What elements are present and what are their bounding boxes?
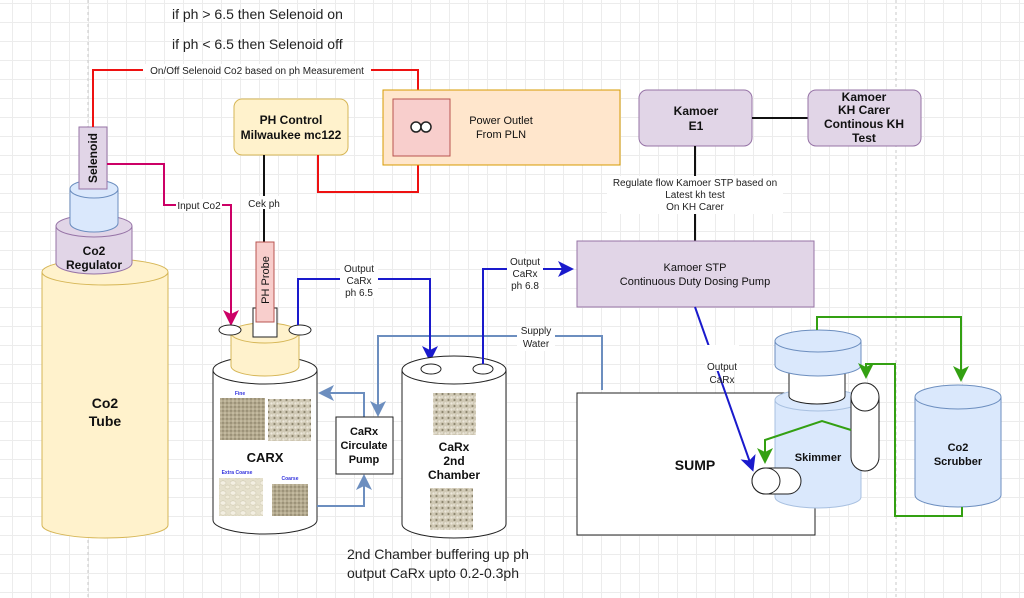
circulate-pump-label-2: Circulate	[340, 440, 387, 452]
edge-label-output-68-3: ph 6.8	[511, 281, 539, 292]
edge-label-output-65-3: ph 6.5	[345, 288, 373, 299]
skimmer-neck	[788, 373, 846, 405]
media-image-fine	[220, 398, 265, 440]
edge-label-output-sump-2: CaRx	[709, 375, 734, 386]
edge-label-cek-ph: Cek ph	[248, 199, 280, 210]
co2-scrubber-label-1: Co2	[948, 442, 969, 454]
kamoer-e1-label-1: Kamoer	[674, 104, 719, 118]
co2-tube[interactable]: Co2 Tube	[41, 258, 169, 539]
edge-label-output-65-2: CaRx	[346, 276, 371, 287]
kamoer-stp-label-1: Kamoer STP	[664, 262, 727, 274]
footer-note-1: 2nd Chamber buffering up ph	[347, 546, 529, 562]
skimmer-side-tube	[850, 382, 880, 472]
power-outlet-label-1: Power Outlet	[469, 115, 533, 127]
carx-reactor[interactable]: Fine CARX Extra Coarse Coarse	[212, 355, 318, 535]
skimmer-inlet-tube	[751, 467, 802, 495]
ph-control-label-2: Milwaukee mc122	[241, 128, 342, 142]
edge-label-output-65-1: Output	[344, 264, 374, 275]
kh-carer-label-1: Kamoer	[842, 90, 887, 104]
skimmer-label: Skimmer	[795, 452, 842, 464]
kamoer-e1-node[interactable]: Kamoer E1	[638, 89, 753, 147]
selenoid[interactable]: Selenoid	[78, 126, 108, 190]
kh-carer-label-3: Continous KH	[824, 117, 904, 131]
second-chamber-label-1: CaRx	[439, 440, 470, 454]
co2-regulator-label-2: Regulator	[66, 258, 122, 272]
edge-input-co2: Input Co2	[107, 163, 239, 326]
ph-control-node[interactable]: PH Control Milwaukee mc122	[233, 98, 349, 156]
edge-label-output-68-1: Output	[510, 257, 540, 268]
media-image-extra-coarse	[219, 478, 263, 516]
power-outlet-label-2: From PLN	[476, 129, 526, 141]
media-label-extra-coarse: Extra Coarse	[222, 470, 253, 476]
edge-ph-control-power	[317, 155, 419, 193]
carx-label: CARX	[247, 450, 284, 465]
second-chamber-label-3: Chamber	[428, 468, 480, 482]
kh-carer-label-4: Test	[852, 131, 876, 145]
media-label-fine: Fine	[235, 391, 245, 397]
edge-label-regulate-3: On KH Carer	[666, 202, 724, 213]
edge-output-carx-65: Output CaRx ph 6.5	[297, 262, 438, 362]
ph-probe-label: PH Probe	[260, 256, 272, 304]
socket-hole-icon	[410, 121, 422, 133]
selenoid-label: Selenoid	[86, 133, 100, 183]
skimmer-cup	[774, 329, 862, 377]
edge-output-carx-sump: Output CaRx	[694, 306, 756, 472]
kamoer-stp-label-2: Continuous Duty Dosing Pump	[620, 276, 770, 288]
media-image-chips	[268, 399, 311, 441]
second-chamber-inlet-port	[420, 363, 442, 375]
media-image-coarse	[272, 484, 308, 516]
carx-outlet-port	[288, 324, 312, 336]
second-chamber-outlet-port	[472, 363, 494, 375]
edge-label-selenoid-control: On/Off Selenoid Co2 based on ph Measurem…	[150, 66, 364, 77]
circulate-pump-label-3: Pump	[349, 454, 380, 466]
ph-control-label-1: PH Control	[260, 113, 323, 127]
sump-label: SUMP	[675, 457, 715, 473]
media-image-chamber-top	[433, 393, 476, 435]
socket-hole-icon	[420, 121, 432, 133]
co2-scrubber-label-2: Scrubber	[934, 456, 983, 468]
carx-reactor-cap	[230, 322, 300, 377]
edge-label-supply-1: Supply	[521, 326, 552, 337]
co2-tube-label-2: Tube	[89, 413, 122, 429]
media-label-coarse: Coarse	[282, 476, 299, 482]
edge-circulate-loop	[317, 385, 372, 507]
edge-label-input-co2: Input Co2	[177, 201, 221, 212]
ph-probe[interactable]: PH Probe	[255, 241, 275, 323]
edge-supply-water: Supply Water	[370, 326, 603, 417]
second-chamber[interactable]: CaRx 2nd Chamber	[401, 355, 507, 539]
edge-label-regulate-2: Latest kh test	[665, 190, 725, 201]
kh-carer-node[interactable]: Kamoer KH Carer Continous KH Test	[807, 89, 922, 147]
co2-tube-label-1: Co2	[92, 395, 119, 411]
kamoer-e1-label-2: E1	[689, 119, 704, 133]
edge-output-carx-68: Output CaRx ph 6.8	[482, 254, 574, 364]
kamoer-stp-node[interactable]: Kamoer STP Continuous Duty Dosing Pump	[576, 240, 815, 308]
edge-label-output-68-2: CaRx	[512, 269, 537, 280]
circulate-pump-label-1: CaRx	[350, 426, 379, 438]
rule-on-note: if ph > 6.5 then Selenoid on	[172, 6, 343, 22]
co2-scrubber[interactable]: Co2 Scrubber	[914, 384, 1002, 508]
edge-label-regulate-1: Regulate flow Kamoer STP based on	[613, 178, 777, 189]
co2-inlet-port	[218, 324, 242, 336]
media-image-chamber-bottom	[430, 488, 473, 530]
edge-regulate-flow: Regulate flow Kamoer STP based on Latest…	[607, 146, 783, 241]
kh-carer-label-2: KH Carer	[838, 103, 890, 117]
circulate-pump-node[interactable]: CaRx Circulate Pump	[335, 416, 394, 475]
power-outlet-node[interactable]: Power Outlet From PLN	[382, 89, 621, 166]
edge-cek-ph: Cek ph	[245, 155, 283, 242]
edge-selenoid-control: On/Off Selenoid Co2 based on ph Measurem…	[92, 64, 419, 127]
edge-label-output-sump-1: Output	[707, 362, 737, 373]
edge-air-loop	[757, 316, 969, 517]
rule-off-note: if ph < 6.5 then Selenoid off	[172, 36, 343, 52]
second-chamber-label-2: 2nd	[443, 454, 464, 468]
co2-regulator-label-1: Co2	[83, 244, 106, 258]
footer-note-2: output CaRx upto 0.2-0.3ph	[347, 565, 519, 581]
edge-label-supply-2: Water	[523, 339, 550, 350]
